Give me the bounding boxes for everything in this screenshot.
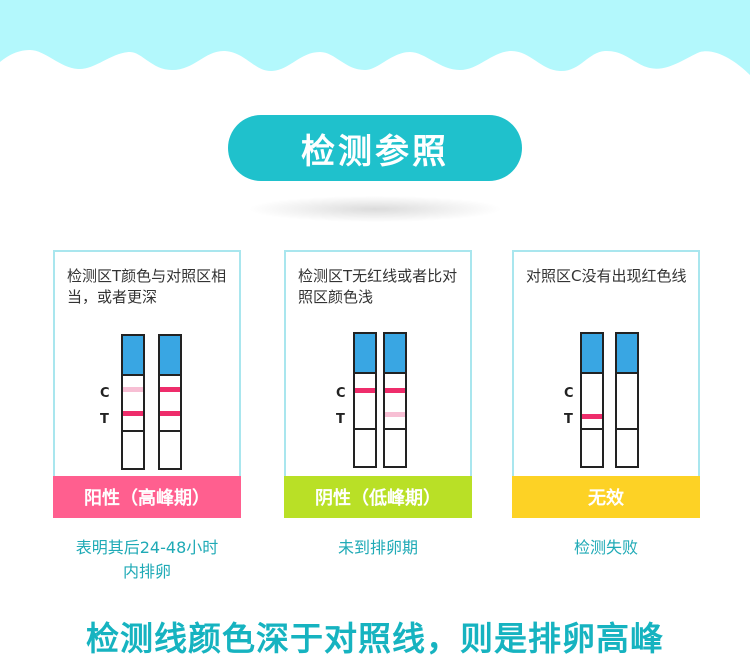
t-band-strong (123, 411, 143, 416)
caption-line: 检测失败 (573, 538, 638, 557)
strip-handle (617, 334, 637, 374)
t-line-label: T (100, 412, 109, 427)
caption-positive: 表明其后24-48小时 内排卵 (47, 536, 247, 584)
strip-divider (355, 428, 375, 430)
test-strip (121, 334, 145, 470)
t-band-faint (385, 412, 405, 417)
strip-divider (617, 428, 637, 430)
card-description: 对照区C没有出现红色线 (526, 267, 687, 285)
t-band-strong (582, 414, 602, 419)
c-band-strong (355, 388, 375, 393)
card-description: 检测区T无红线或者比对照区颜色浅 (298, 267, 458, 306)
wave-header-decoration (0, 0, 750, 75)
caption-line: 未到排卵期 (337, 538, 418, 557)
result-label-negative: 阴性（低峰期） (284, 476, 472, 518)
c-line-label: C (100, 386, 110, 401)
c-band-strong (160, 387, 180, 392)
strip-handle (160, 336, 180, 376)
test-strip (353, 332, 377, 468)
test-strip (383, 332, 407, 468)
result-label-invalid: 无效 (512, 476, 700, 518)
result-card-positive: 检测区T颜色与对照区相当，或者更深 C T 阳性（高峰期） (53, 250, 241, 518)
card-description: 检测区T颜色与对照区相当，或者更深 (67, 267, 227, 306)
c-line-label: C (564, 386, 574, 401)
test-strip (580, 332, 604, 468)
strip-divider (582, 428, 602, 430)
caption-negative: 未到排卵期 (278, 536, 478, 560)
strip-handle (582, 334, 602, 374)
caption-line: 表明其后24-48小时 (75, 538, 219, 557)
caption-line: 内排卵 (122, 562, 171, 581)
result-card-negative: 检测区T无红线或者比对照区颜色浅 C T 阴性（低峰期） (284, 250, 472, 518)
t-line-label: T (336, 412, 345, 427)
c-band-strong (385, 388, 405, 393)
test-strip (615, 332, 639, 468)
conclusion-text: 检测线颜色深于对照线，则是排卵高峰 (86, 619, 664, 658)
caption-invalid: 检测失败 (506, 536, 706, 560)
strip-divider (160, 430, 180, 432)
strip-divider (385, 428, 405, 430)
result-label-positive: 阳性（高峰期） (53, 476, 241, 518)
section-title: 检测参照 (301, 131, 449, 172)
result-card-invalid: 对照区C没有出现红色线 C T 无效 (512, 250, 700, 518)
c-band-faint (123, 387, 143, 392)
t-line-label: T (564, 412, 573, 427)
c-line-label: C (336, 386, 346, 401)
strip-divider (123, 430, 143, 432)
strip-handle (123, 336, 143, 376)
section-title-pill: 检测参照 (228, 115, 522, 181)
pill-shadow (250, 196, 500, 222)
t-band-strong (160, 411, 180, 416)
test-strip (158, 334, 182, 470)
strip-handle (355, 334, 375, 374)
strip-handle (385, 334, 405, 374)
